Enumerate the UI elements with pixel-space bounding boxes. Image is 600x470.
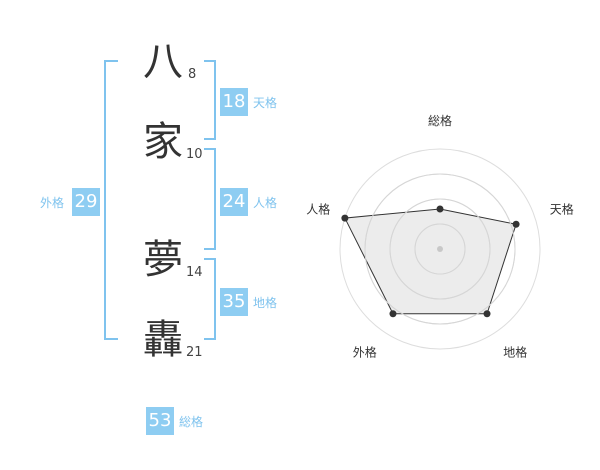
radar-data-point xyxy=(389,310,397,318)
name-char-4: 轟 xyxy=(143,317,183,363)
radar-ring-overlay xyxy=(414,223,466,275)
stroke-count-1: 8 xyxy=(188,67,197,82)
tenkaku-value: 18 xyxy=(220,88,248,116)
chikaku-label: 地格 xyxy=(253,296,278,310)
radar-data-point xyxy=(341,214,349,222)
stroke-count-2: 10 xyxy=(186,147,203,162)
radar-data-point xyxy=(512,220,520,228)
gaikaku-value: 29 xyxy=(72,188,100,216)
jinkaku-value: 24 xyxy=(220,188,248,216)
gaikaku-bracket xyxy=(104,60,118,340)
radar-axis-label: 天格 xyxy=(550,201,574,216)
radar-center-point xyxy=(437,246,443,252)
tenkaku-label: 天格 xyxy=(253,96,278,110)
radar-data-point xyxy=(436,205,444,213)
soukaku-label: 総格 xyxy=(179,415,204,429)
soukaku-value: 53 xyxy=(146,407,174,435)
jinkaku-label: 人格 xyxy=(253,196,278,210)
radar-axis-label: 総格 xyxy=(428,113,452,128)
chikaku-value: 35 xyxy=(220,288,248,316)
radar-data-polygon xyxy=(344,208,517,315)
jinkaku-bracket xyxy=(204,148,216,250)
name-char-1: 八 xyxy=(143,39,183,85)
radar-axis-label: 外格 xyxy=(353,345,377,360)
radar-data-point xyxy=(483,310,491,318)
chikaku-bracket xyxy=(204,258,216,340)
radar-axis-label: 地格 xyxy=(503,345,527,360)
radar-ring-overlay xyxy=(364,173,516,325)
radar-axis-label: 人格 xyxy=(306,201,330,216)
gaikaku-label: 外格 xyxy=(40,196,65,210)
stroke-count-3: 14 xyxy=(186,265,203,280)
radar-ring-overlay xyxy=(389,198,491,300)
name-char-3: 夢 xyxy=(143,237,183,283)
stroke-count-4: 21 xyxy=(186,345,203,360)
name-char-2: 家 xyxy=(143,119,183,165)
tenkaku-bracket xyxy=(204,60,216,140)
